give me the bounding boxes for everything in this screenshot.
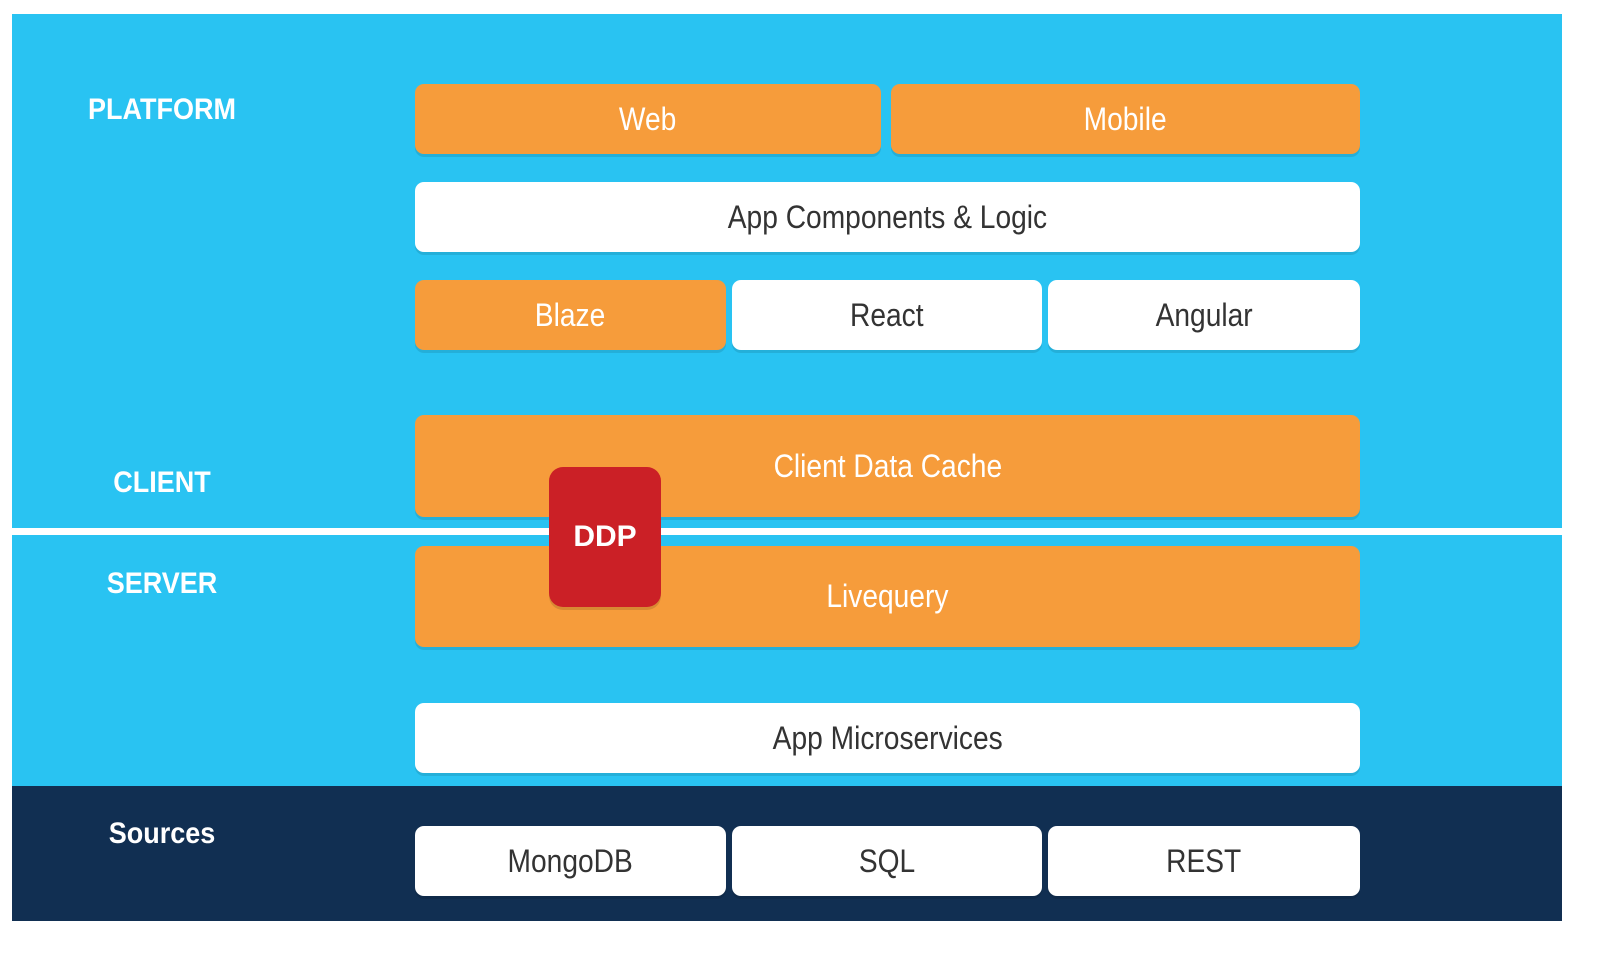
client-server-divider: [12, 528, 1562, 535]
server-label: SERVER: [106, 567, 218, 600]
blaze-box: Blaze: [415, 280, 726, 350]
ddp-label: DDP: [573, 520, 637, 553]
client-data-cache-label: Client Data Cache: [773, 447, 1002, 484]
react-box: React: [732, 280, 1042, 350]
react-label: React: [850, 296, 924, 333]
angular-box: Angular: [1048, 280, 1360, 350]
mongodb-label: MongoDB: [507, 842, 634, 879]
mobile-label: Mobile: [1084, 100, 1167, 137]
client-label: CLIENT: [113, 466, 211, 499]
web-box: Web: [415, 84, 881, 154]
mongodb-box: MongoDB: [415, 826, 726, 896]
blaze-label: Blaze: [535, 296, 606, 333]
app-components-label: App Components & Logic: [727, 198, 1048, 235]
sources-label: Sources: [108, 817, 216, 850]
app-components-box: App Components & Logic: [415, 182, 1360, 252]
platform-label: PLATFORM: [88, 93, 236, 126]
angular-label: Angular: [1155, 296, 1253, 333]
rest-box: REST: [1048, 826, 1360, 896]
mobile-box: Mobile: [891, 84, 1360, 154]
web-label: Web: [619, 100, 677, 137]
sql-box: SQL: [732, 826, 1042, 896]
ddp-badge: DDP: [549, 467, 661, 607]
sql-label: SQL: [858, 842, 916, 879]
app-microservices-label: App Microservices: [772, 719, 1003, 756]
livequery-label: Livequery: [826, 578, 949, 614]
rest-label: REST: [1166, 842, 1242, 879]
app-microservices-box: App Microservices: [415, 703, 1360, 773]
